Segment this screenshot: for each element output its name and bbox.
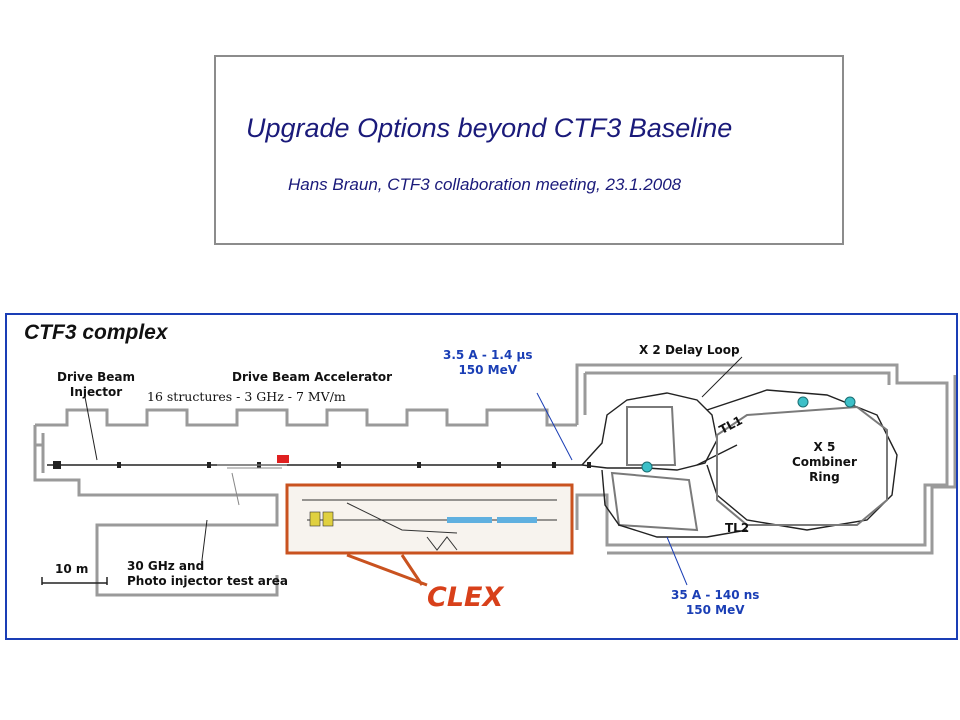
injector-label: Drive Beam Injector bbox=[57, 370, 136, 399]
output-beam-label: 35 A - 140 ns 150 MeV bbox=[671, 588, 760, 617]
annotation-leaders bbox=[84, 356, 743, 561]
clex-components bbox=[309, 511, 334, 527]
cyan-markers bbox=[641, 396, 856, 473]
diagram-title: CTF3 complex bbox=[24, 321, 168, 344]
presentation-subtitle: Hans Braun, CTF3 collaboration meeting, … bbox=[288, 175, 682, 194]
facility-layout-drawing bbox=[33, 356, 956, 597]
structures-label: 16 structures - 3 GHz - 7 MV/m bbox=[147, 389, 346, 404]
combiner-ring-inner-wall bbox=[716, 405, 888, 526]
scale-bar bbox=[41, 577, 108, 585]
delay-loop-label: X 2 Delay Loop bbox=[639, 343, 740, 357]
presentation-title: Upgrade Options beyond CTF3 Baseline bbox=[246, 113, 733, 143]
test-area-label: 30 GHz and Photo injector test area bbox=[127, 559, 289, 588]
building-walls bbox=[33, 363, 956, 597]
annotation-leaders-blue bbox=[536, 392, 688, 586]
scale-label: 10 m bbox=[55, 562, 89, 576]
accelerator-marker bbox=[277, 455, 289, 463]
clex-label: CLEX bbox=[427, 582, 504, 613]
tl2-label: TL2 bbox=[725, 521, 750, 535]
clex-pointer bbox=[346, 553, 428, 587]
delay-loop-beam-label: 3.5 A - 1.4 µs 150 MeV bbox=[443, 348, 533, 377]
title-box: Upgrade Options beyond CTF3 Baseline Han… bbox=[214, 55, 844, 245]
delay-loop-inner-block bbox=[626, 406, 677, 466]
accelerator-label: Drive Beam Accelerator bbox=[232, 370, 393, 384]
combiner-ring-label: X 5 Combiner Ring bbox=[792, 440, 857, 484]
lower-inner-block bbox=[610, 471, 699, 532]
clex-structures bbox=[447, 517, 537, 523]
ctf3-complex-diagram: CTF3 complex Drive Beam Injector Drive B… bbox=[5, 313, 958, 640]
